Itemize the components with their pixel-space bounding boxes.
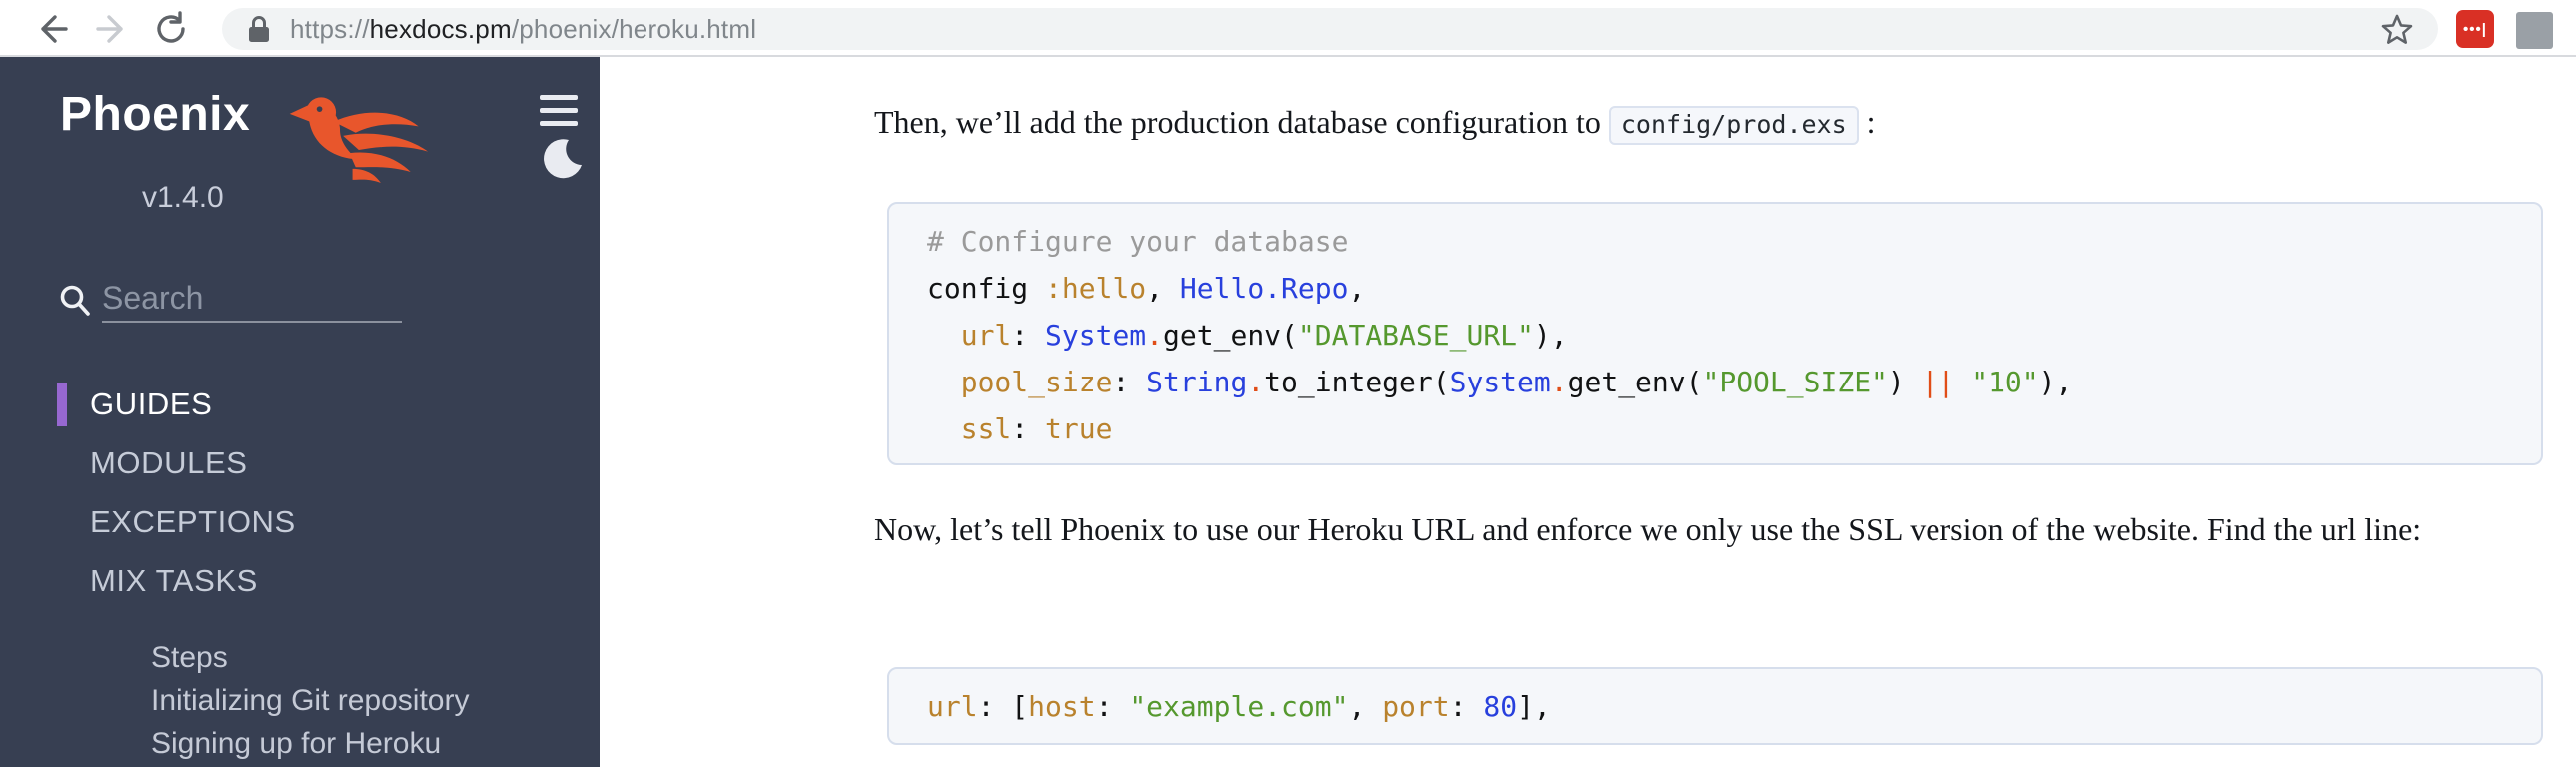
phoenix-logo-icon	[289, 97, 428, 183]
reload-button[interactable]	[150, 8, 192, 50]
browser-toolbar: https://hexdocs.pm/phoenix/heroku.html •…	[0, 0, 2576, 57]
sidebar-item-label: GUIDES	[90, 385, 213, 421]
code-block-database-config: # Configure your database config :hello, …	[887, 202, 2543, 465]
code-line: # Configure your database	[927, 225, 1349, 258]
bookmark-star-icon[interactable]	[2380, 12, 2414, 46]
sidebar-item-label: MODULES	[90, 444, 248, 480]
sidebar-subnav: Steps Initializing Git repository Signin…	[0, 636, 600, 765]
subnav-item-label: Steps	[151, 640, 228, 674]
sidebar-nav: GUIDES MODULES EXCEPTIONS MIX TASKS	[0, 375, 600, 610]
active-accent-bar	[57, 383, 67, 426]
subnav-item-signup-heroku[interactable]: Signing up for Heroku	[0, 722, 600, 765]
paragraph-text: Then, we’ll add the production database …	[874, 104, 1609, 140]
sidebar-item-label: MIX TASKS	[90, 562, 258, 598]
subnav-item-label: Signing up for Heroku	[151, 726, 442, 760]
sidebar-item-mix-tasks[interactable]: MIX TASKS	[0, 551, 600, 610]
url-scheme: https://	[290, 13, 370, 44]
back-arrow-icon	[41, 15, 68, 43]
code-line: url: [host: "example.com", port: 80],	[927, 690, 1551, 723]
code-line: config :hello, Hello.Repo,	[927, 272, 1366, 305]
forward-button[interactable]	[92, 8, 134, 50]
search-icon	[60, 285, 90, 316]
inline-code-prod-exs: config/prod.exs	[1608, 106, 1859, 145]
night-mode-moon-icon[interactable]	[541, 137, 585, 181]
code-block-url-line: url: [host: "example.com", port: 80],	[887, 667, 2543, 745]
menu-hamburger-icon[interactable]	[540, 95, 578, 127]
code-line: pool_size: String.to_integer(System.get_…	[960, 366, 2073, 398]
code-line: url: System.get_env("DATABASE_URL"),	[960, 319, 1568, 352]
paragraph-heroku-url: Now, let’s tell Phoenix to use our Herok…	[874, 511, 2422, 547]
forward-arrow-icon	[96, 15, 123, 43]
sidebar-item-exceptions[interactable]: EXCEPTIONS	[0, 492, 600, 551]
url-path: /phoenix/heroku.html	[511, 13, 757, 44]
lock-icon	[249, 16, 269, 42]
search-row	[58, 281, 418, 329]
search-input[interactable]	[102, 281, 402, 323]
profile-avatar[interactable]	[2516, 12, 2553, 49]
sidebar-item-guides[interactable]: GUIDES	[0, 375, 600, 433]
sidebar-item-label: EXCEPTIONS	[90, 503, 296, 539]
url-text: https://hexdocs.pm/phoenix/heroku.html	[290, 14, 756, 45]
paragraph-text: :	[1858, 104, 1876, 140]
url-bar[interactable]: https://hexdocs.pm/phoenix/heroku.html	[222, 8, 2438, 50]
subnav-item-label: Initializing Git repository	[151, 683, 470, 717]
code-line: ssl: true	[960, 412, 1113, 445]
subnav-item-init-git[interactable]: Initializing Git repository	[0, 679, 600, 722]
url-domain: hexdocs.pm	[369, 13, 512, 44]
subnav-item-steps[interactable]: Steps	[0, 636, 600, 679]
version-label: v1.4.0	[142, 181, 224, 214]
back-button[interactable]	[30, 8, 72, 50]
extension-lastpass-icon[interactable]: •••|	[2456, 10, 2494, 48]
reload-icon	[157, 11, 185, 43]
sidebar-item-modules[interactable]: MODULES	[0, 433, 600, 492]
doc-content: Then, we’ll add the production database …	[600, 57, 2576, 767]
sidebar: Phoenix v1.4.0 GUI	[0, 57, 600, 767]
brand-title[interactable]: Phoenix	[60, 88, 251, 141]
paragraph-intro-config: Then, we’ll add the production database …	[874, 97, 2548, 150]
